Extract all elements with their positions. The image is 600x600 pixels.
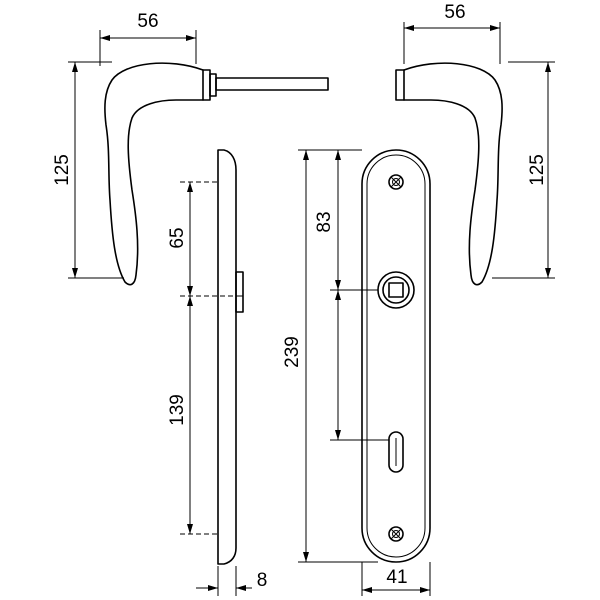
spindle-rose [377,271,415,309]
dim-right-handle-height: 125 [492,61,555,279]
dim-plate-length: 239 [282,149,378,563]
label-41: 41 [386,567,407,588]
label-139: 139 [167,394,188,426]
dim-upper-lower-sections: 65 139 [167,181,236,535]
label-65: 65 [167,227,188,248]
label-239: 239 [282,336,303,368]
plate-front-view [361,149,431,563]
right-handle [395,62,503,286]
left-handle [104,62,329,286]
top-screw [388,174,404,190]
label-125-left: 125 [52,154,73,186]
label-8: 8 [257,570,268,591]
keyhole [388,431,404,473]
dim-left-handle-width: 56 [99,11,197,66]
plate-side-profile [217,149,244,565]
dim-left-handle-height: 125 [52,61,124,279]
dim-plate-thickness: 8 [196,566,267,596]
label-125-right: 125 [527,154,548,186]
dim-spindle-offset: 83 [314,149,389,441]
label-56-right: 56 [444,2,465,23]
dim-right-handle-width: 56 [403,2,501,64]
dim-plate-width: 41 [361,562,431,596]
label-83: 83 [314,211,335,232]
label-56-left: 56 [137,11,158,32]
bottom-screw [388,526,404,542]
